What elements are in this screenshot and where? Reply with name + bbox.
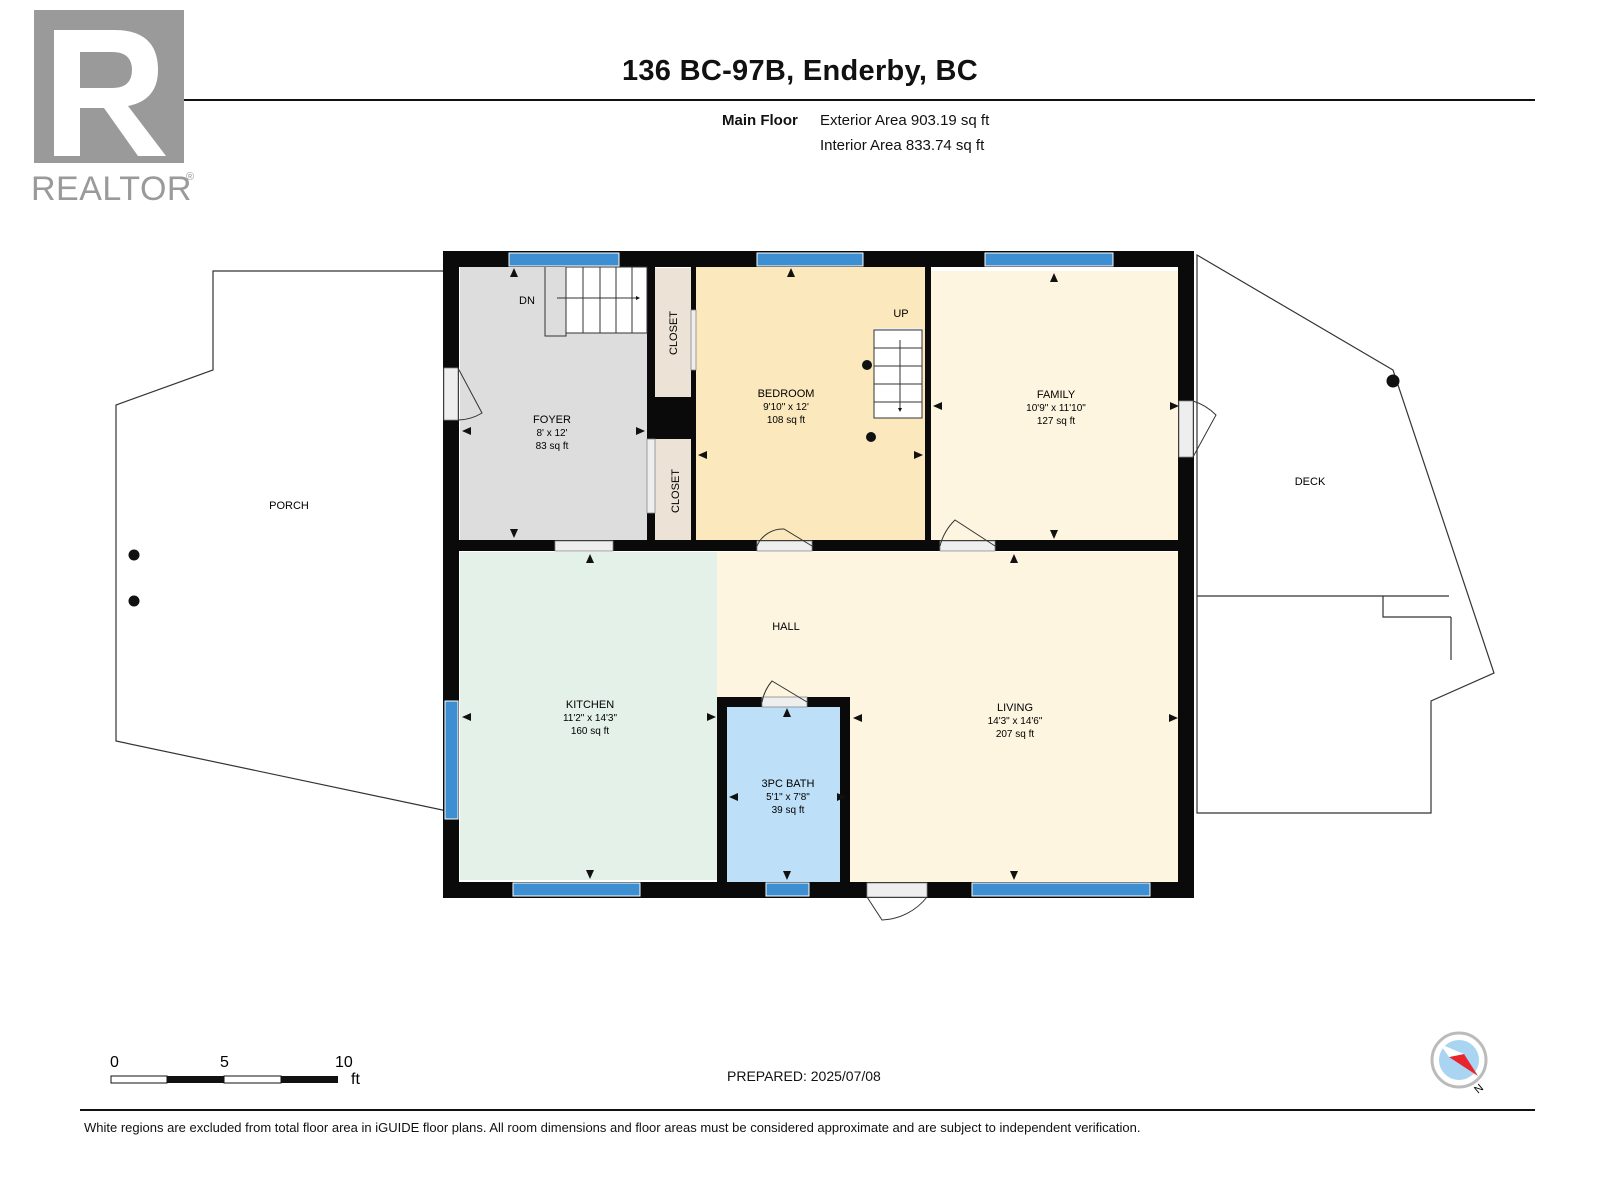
porch-outline [115,270,448,812]
bedroom-name: BEDROOM [758,388,815,400]
bath-floor [727,706,847,882]
foyer-name: FOYER [533,414,571,426]
stairs-up [873,329,923,419]
closet-floor [655,439,691,542]
closet-floor [655,268,691,397]
deck-outline [1196,253,1495,814]
windows [444,252,1151,897]
porch-post [128,549,140,561]
stair-post [862,360,872,370]
window [984,252,1114,267]
closet-label: CLOSET [668,311,680,355]
prepared-date: PREPARED: 2025/07/08 [727,1068,881,1084]
window [756,252,864,267]
kitchen-name: KITCHEN [566,699,614,711]
living-floor [847,552,1181,882]
stairs-down [544,266,648,337]
scale-unit: ft [351,1071,360,1088]
disclaimer: White regions are excluded from total fl… [84,1120,1141,1135]
kitchen-area: 160 sq ft [571,726,610,737]
dimension-arrows [462,268,1179,880]
living-name: LIVING [997,702,1033,714]
stair-post [866,432,876,442]
family-dims: 10'9" x 11'10" [1026,403,1086,414]
scale-label-0: 0 [110,1054,119,1071]
interior-area: Interior Area 833.74 sq ft [820,137,985,154]
registered-mark: ® [186,171,195,183]
foyer-area: 83 sq ft [536,441,569,452]
deck-step-line [1382,596,1451,618]
bedroom-dims: 9'10" x 12' [763,402,809,413]
family-floor [931,271,1181,545]
compass-north-label: N [1472,1082,1486,1096]
deck-label: DECK [1295,476,1326,488]
foyer-dims: 8' x 12' [536,428,567,439]
header-rule [80,99,1535,101]
deck-post [1386,374,1400,388]
compass-icon [1430,1031,1488,1089]
family-area: 127 sq ft [1037,416,1076,427]
closet-label: CLOSET [670,469,682,513]
bath-area: 39 sq ft [772,805,805,816]
window [444,700,459,820]
doorways [443,309,1194,898]
door-swings [457,367,1217,921]
living-area: 207 sq ft [996,729,1035,740]
footer-rule [80,1109,1535,1111]
window [765,882,810,897]
scale-label-10: 10 [335,1054,353,1071]
porch-label: PORCH [269,500,309,512]
scale-label-5: 5 [220,1054,229,1071]
hall-name: HALL [772,621,800,633]
floor-label: Main Floor [722,112,798,129]
hall-floor [717,552,847,697]
stairs-down-label: DN [519,295,535,307]
realtor-logo-text: REALTOR [31,170,192,208]
scale-bar [110,1075,338,1084]
window [971,882,1151,897]
bath-name: 3PC BATH [762,778,815,790]
porch-post [128,595,140,607]
family-name: FAMILY [1037,389,1076,401]
window [508,252,620,267]
exterior-area: Exterior Area 903.19 sq ft [820,112,990,129]
kitchen-dims: 11'2" x 14'3" [563,713,618,724]
bath-dims: 5'1" x 7'8" [766,792,810,803]
bedroom-area: 108 sq ft [767,415,806,426]
window [512,882,641,897]
living-dims: 14'3" x 14'6" [988,716,1043,727]
realtor-logo-icon [34,10,184,163]
kitchen-floor [460,552,717,880]
plan-title: 136 BC-97B, Enderby, BC [621,55,979,87]
stairs-up-label: UP [893,308,908,320]
